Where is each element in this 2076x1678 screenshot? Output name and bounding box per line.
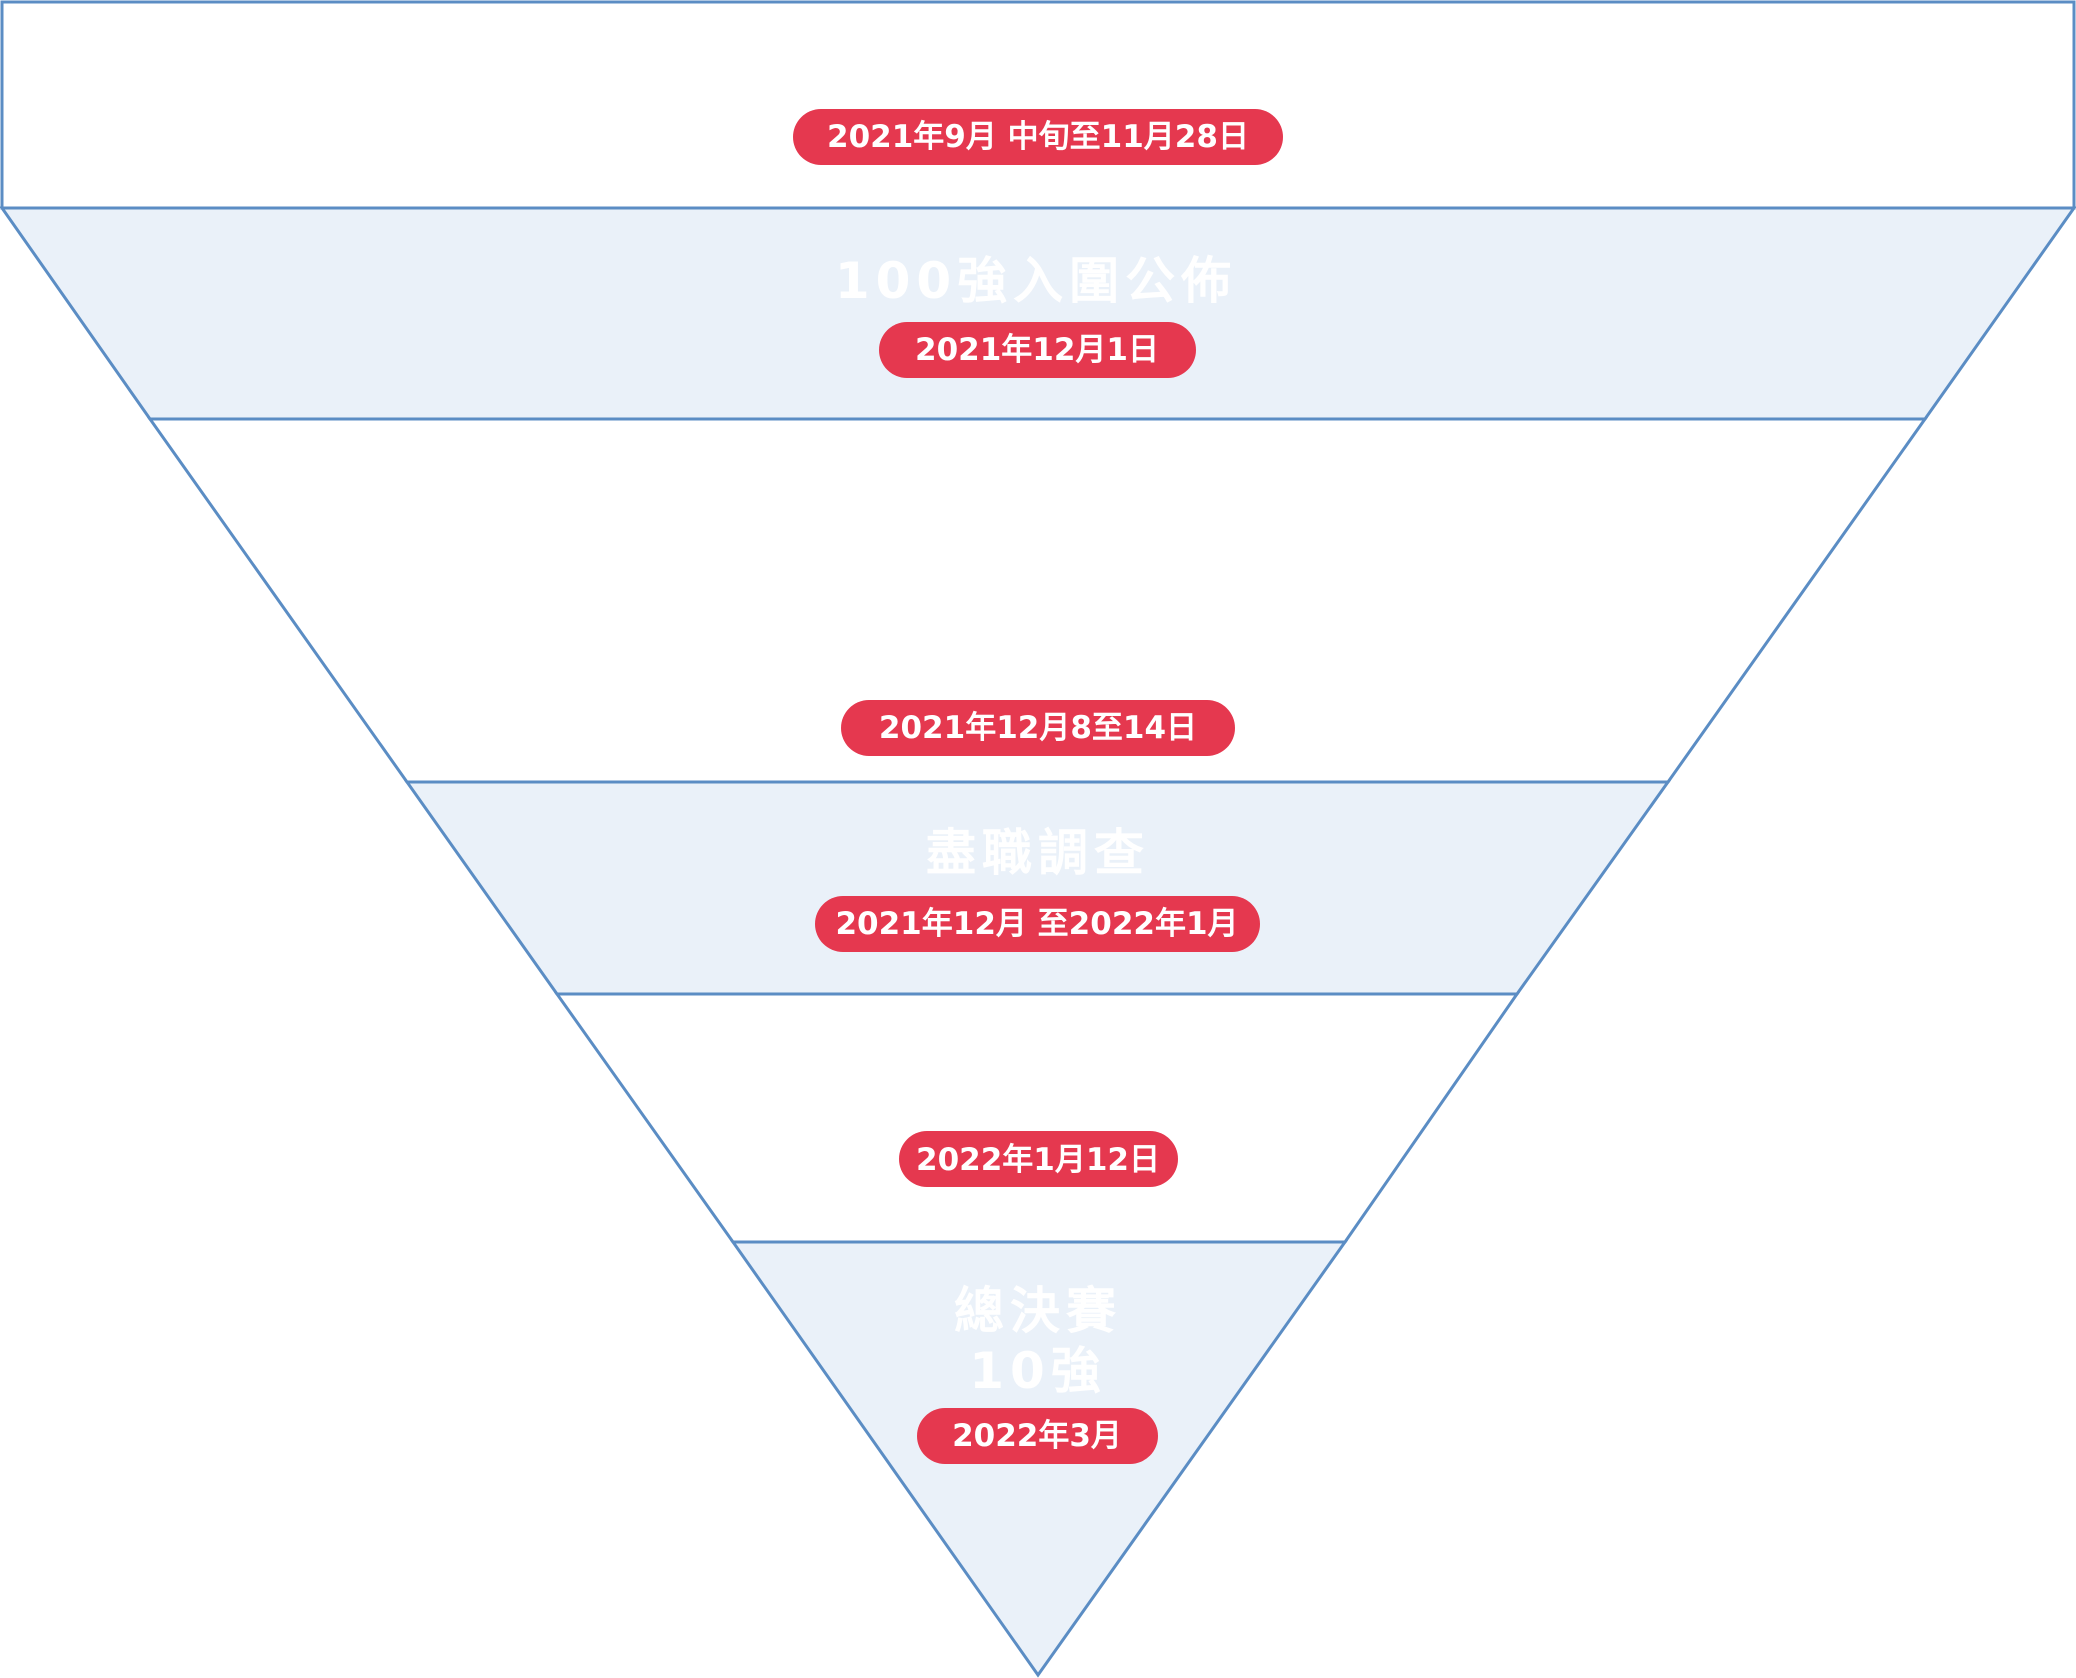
stage-2-date-pill: [879, 322, 1196, 378]
stage-3-date-pill: [841, 700, 1235, 756]
stage-4-band: [404, 780, 1671, 996]
stage-1: 2021年9月 中旬至11月28日: [0, 0, 2076, 210]
stage-1-date: 2021年9月 中旬至11月28日: [827, 119, 1249, 155]
stage-5: 2022年1月12日: [554, 992, 1520, 1244]
stage-6-date-pill: [917, 1408, 1158, 1464]
stage-3-date: 2021年12月8至14日: [879, 710, 1197, 746]
stage-6-date: 2022年3月: [952, 1418, 1122, 1454]
stage-6: 總決賽 10強 2022年3月: [730, 1240, 1348, 1678]
stage-2-date: 2021年12月1日: [915, 332, 1159, 368]
stage-6-title-line-2: 10強: [969, 1342, 1107, 1400]
stage-1-band: [0, 0, 2076, 210]
stage-5-date: 2022年1月12日: [916, 1142, 1160, 1178]
stage-1-date-pill: [793, 109, 1283, 165]
stage-2: 100強入圍公佈 2021年12月1日: [0, 206, 2076, 421]
stage-3: 2021年12月8至14日: [147, 417, 1928, 784]
stage-6-title-line-1: 總決賽: [954, 1282, 1122, 1340]
stage-4-date-pill: [815, 896, 1260, 952]
stage-2-band: [0, 206, 2076, 421]
stage-4: 盡職調查 2021年12月 至2022年1月: [404, 780, 1671, 996]
stage-5-band: [554, 992, 1520, 1244]
stage-5-date-pill: [899, 1131, 1178, 1187]
stage-2-title: 100強入圍公佈: [835, 252, 1237, 310]
stage-4-date: 2021年12月 至2022年1月: [835, 906, 1238, 942]
stage-4-title: 盡職調查: [926, 824, 1150, 882]
